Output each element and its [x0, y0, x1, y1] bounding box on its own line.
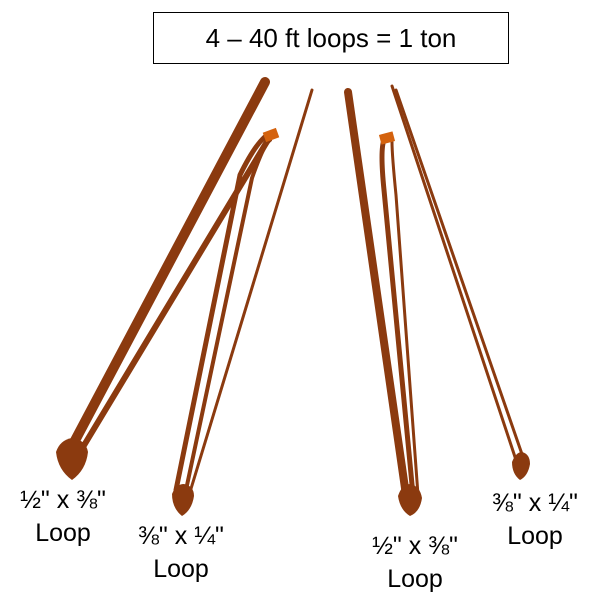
- loop-label-right-small: ⅜" x ¼" Loop: [476, 487, 594, 553]
- rope-strand-inner: [394, 88, 526, 462]
- rope-strand-outer: [390, 84, 518, 462]
- loop-word: Loop: [387, 565, 443, 593]
- rope-strand-bend-inner: [184, 138, 272, 492]
- loop-tip: [398, 484, 422, 516]
- loop-size: ⅜" x ¼": [138, 522, 224, 550]
- loop-tip: [56, 438, 88, 480]
- loop-right-large: [344, 88, 422, 516]
- loop-tip: [512, 452, 530, 480]
- loop-size: ½" x ⅜": [372, 532, 458, 560]
- clip-icon: [378, 131, 396, 145]
- loop-tip: [172, 484, 194, 516]
- clip-icon: [262, 127, 280, 143]
- loop-word: Loop: [153, 555, 209, 583]
- rope-strand-outer: [344, 88, 410, 499]
- rope-strand-straight: [188, 88, 314, 494]
- loop-left-large: [56, 77, 271, 480]
- title-box: 4 – 40 ft loops = 1 ton: [153, 12, 509, 64]
- loop-size: ½" x ⅜": [20, 486, 106, 514]
- loop-size: ⅜" x ¼": [492, 489, 578, 517]
- loop-label-left-small: ⅜" x ¼" Loop: [122, 520, 240, 586]
- loop-label-right-large: ½" x ⅜" Loop: [356, 530, 474, 596]
- loop-word: Loop: [35, 519, 91, 547]
- loop-right-small: [390, 84, 530, 480]
- rope-strand-bend-inner: [390, 140, 420, 497]
- loop-word: Loop: [507, 522, 563, 550]
- title-text: 4 – 40 ft loops = 1 ton: [205, 22, 457, 53]
- rope-strand-outer: [65, 77, 270, 455]
- loop-left-small: [172, 88, 314, 516]
- loop-label-left-large: ½" x ⅜" Loop: [4, 484, 122, 550]
